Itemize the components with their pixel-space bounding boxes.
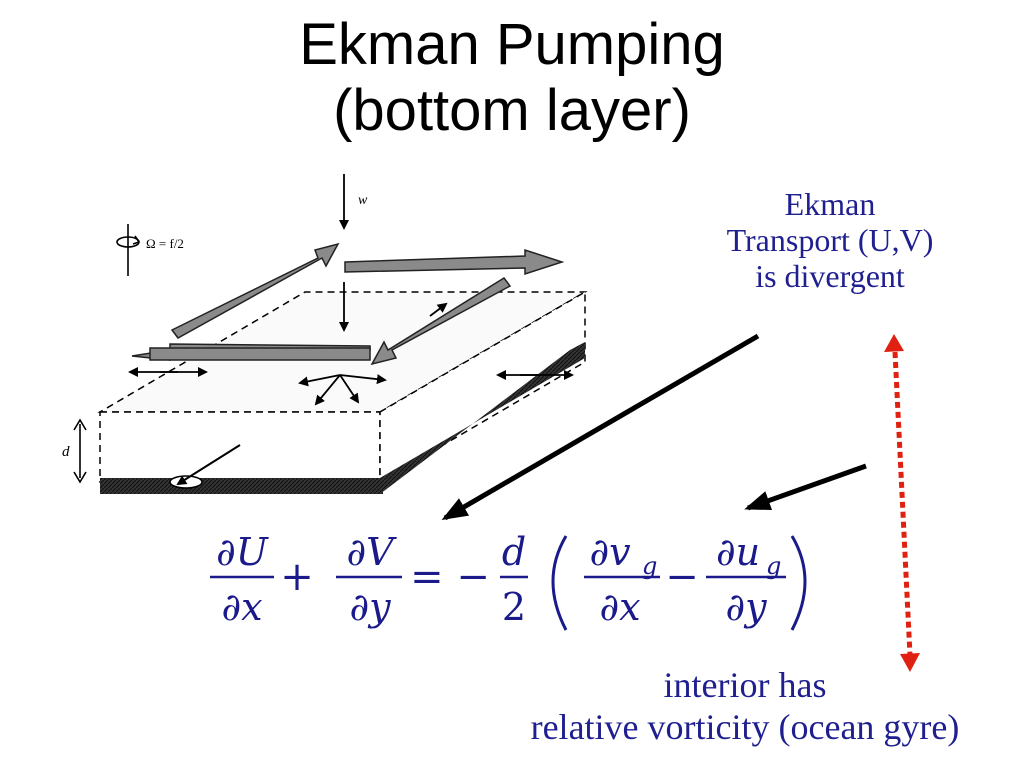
eq-paren-right	[790, 535, 807, 631]
transport-arrow-front-shaft	[149, 347, 371, 361]
ekman-note-line-3: is divergent	[755, 258, 905, 294]
bottom-boundary	[100, 478, 383, 494]
transport-arrow-top	[344, 248, 565, 276]
transport-arrow-right	[370, 277, 512, 366]
eq-2: 2	[502, 585, 526, 629]
rotation-label: Ω = f/2	[146, 236, 184, 251]
bottom-boundary-side	[380, 342, 585, 494]
eq-dV: ∂V	[346, 530, 397, 574]
eq-dy-1: ∂y	[349, 585, 391, 629]
divergence-arrows	[128, 302, 574, 406]
transport-arrows	[131, 242, 565, 366]
interior-vorticity-annotation: interior has relative vorticity (ocean g…	[470, 664, 1020, 748]
eq-paren-left	[551, 535, 568, 631]
rotation-icon	[116, 224, 140, 276]
depth-marker	[73, 418, 87, 484]
eq-plus: +	[280, 554, 314, 600]
eq-dug-sub: g	[766, 552, 781, 580]
transport-arrow-left	[170, 242, 340, 339]
relation-double-arrow	[884, 334, 920, 672]
vertical-velocity-label: w	[358, 193, 368, 208]
title-line-2: (bottom layer)	[333, 78, 691, 143]
ekman-layer-figure: w Ω = f/2 d	[62, 174, 588, 494]
ekman-note-line-1: Ekman	[784, 186, 876, 222]
eq-equals: = −	[410, 554, 490, 600]
eq-dx-1: ∂x	[221, 585, 262, 629]
interior-note-line-2: relative vorticity (ocean gyre)	[530, 707, 960, 747]
bottom-flow-arrow	[176, 444, 241, 486]
slide-title: Ekman Pumping (bottom layer)	[0, 12, 1024, 144]
interior-note-line-1: interior has	[663, 665, 827, 705]
depth-label: d	[62, 444, 70, 460]
eq-dug: ∂u	[716, 530, 760, 574]
ekman-pumping-equation: ∂U ∂x + ∂V ∂y = − d 2 ∂v g ∂x − ∂u g ∂y	[210, 530, 807, 631]
eq-dy-2: ∂y	[725, 585, 767, 629]
box-front-face	[99, 411, 381, 483]
eq-d: d	[502, 530, 526, 574]
box-side-face	[379, 290, 586, 484]
ekman-transport-annotation: Ekman Transport (U,V) is divergent	[680, 186, 980, 294]
title-line-1: Ekman Pumping	[299, 12, 725, 77]
eq-dvg-sub: g	[642, 552, 657, 580]
eq-minus: −	[665, 554, 699, 600]
ekman-note-line-2: Transport (U,V)	[726, 222, 934, 258]
pointer-arrow-vorticity	[744, 463, 867, 511]
eq-dx-2: ∂x	[599, 585, 640, 629]
eq-dU: ∂U	[216, 530, 270, 574]
eq-dvg: ∂v	[589, 530, 631, 574]
pointer-arrow-transport	[441, 333, 760, 521]
